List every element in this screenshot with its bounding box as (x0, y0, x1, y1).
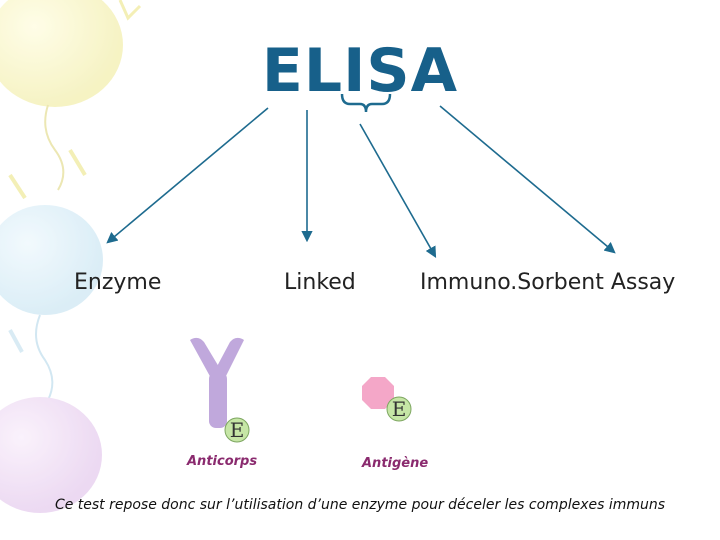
word-immunosorbent-assay: Immuno.Sorbent Assay (420, 270, 676, 295)
antibody-icon: E (190, 337, 250, 443)
explanation-text: Ce test repose donc sur l’utilisation d’… (54, 497, 666, 513)
antigen-enzyme-label: E (392, 397, 407, 421)
antibody-caption: Anticorps (187, 454, 258, 469)
arrow-to-enzyme (106, 107, 269, 244)
title-brace (340, 93, 392, 113)
balloon-decoration-icon (0, 0, 142, 513)
antibody-enzyme-label: E (230, 418, 245, 442)
word-enzyme: Enzyme (74, 270, 162, 295)
antigen-icon: E (362, 377, 412, 422)
page-title: ELISA (261, 36, 459, 106)
arrow-to-immuno (359, 123, 437, 258)
arrow-to-assay (439, 105, 616, 254)
word-linked: Linked (284, 270, 356, 295)
antigen-caption: Antigène (362, 456, 429, 471)
